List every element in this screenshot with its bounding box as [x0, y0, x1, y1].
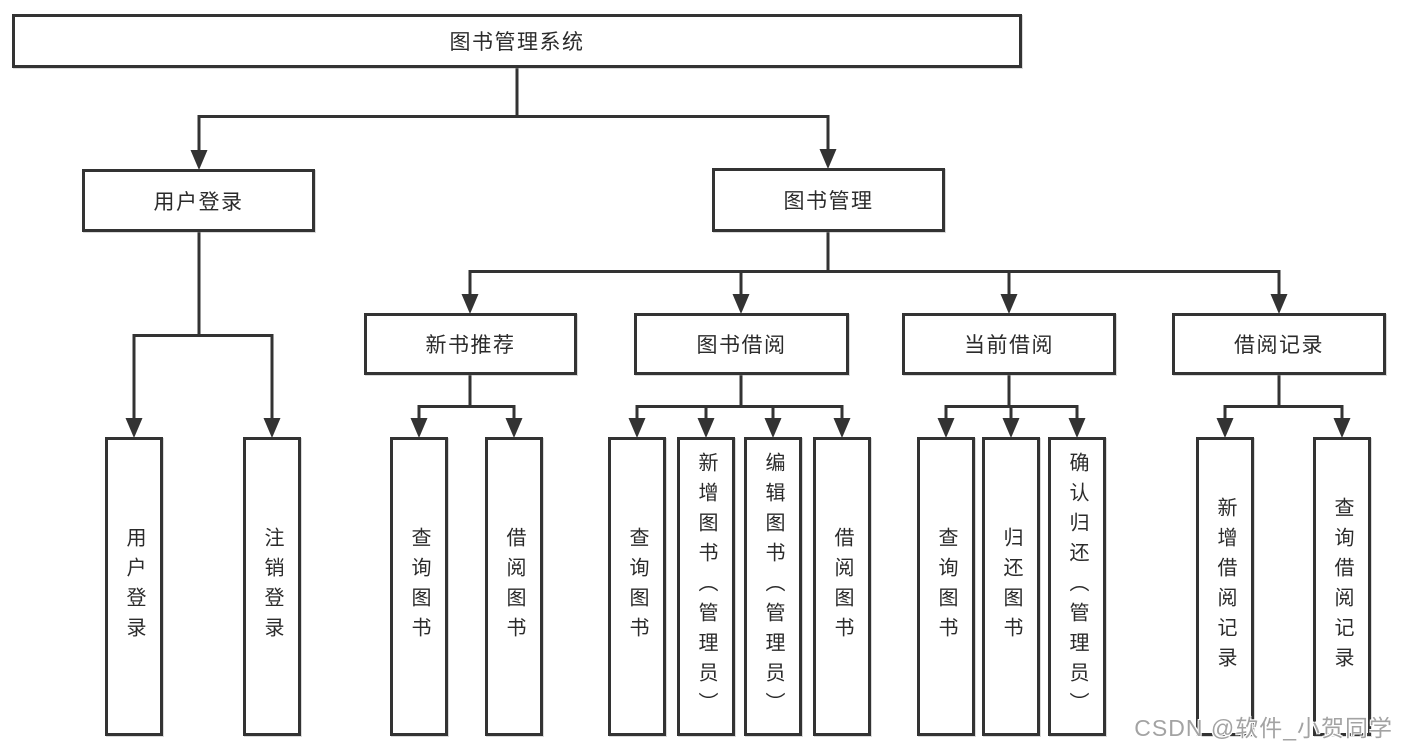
leaf-label: 借阅图书: [831, 526, 853, 647]
leaf-label: 查询借阅记录: [1331, 496, 1353, 677]
leaf-label: 查询图书: [408, 526, 430, 647]
watermark: CSDN @软件_小贺同学: [1134, 715, 1393, 741]
connector-current-borrow-to-leaves: [944, 373, 1079, 420]
leaf-borrow-edit-admin: 编辑图书（管理员）: [744, 437, 802, 736]
leaf-borrow-add-admin: 新增图书（管理员）: [677, 437, 735, 736]
leaf-logout: 注销登录: [243, 437, 301, 736]
node-user-login: 用户登录: [82, 169, 315, 232]
leaf-current-return: 归还图书: [982, 437, 1040, 736]
leaf-record-add: 新增借阅记录: [1196, 437, 1254, 736]
node-borrow-record: 借阅记录: [1172, 313, 1386, 375]
node-borrow-record-label: 借阅记录: [1234, 334, 1324, 357]
leaf-label: 查询图书: [935, 526, 957, 647]
leaf-label: 借阅图书: [503, 526, 525, 647]
connector-book-mgmt-to-level3: [468, 230, 1281, 296]
leaf-new-book-query: 查询图书: [390, 437, 448, 736]
node-current-borrow-label: 当前借阅: [964, 334, 1054, 357]
node-book-borrow-label: 图书借阅: [696, 334, 787, 357]
leaf-label: 确认归还（管理员）: [1066, 451, 1088, 722]
leaf-record-query: 查询借阅记录: [1313, 437, 1371, 736]
leaf-borrow-query: 查询图书: [608, 437, 666, 736]
node-root-label: 图书管理系统: [449, 31, 585, 54]
leaf-label: 查询图书: [626, 526, 648, 647]
connector-book-borrow-to-leaves: [635, 373, 844, 420]
node-user-login-label: 用户登录: [153, 190, 244, 214]
node-current-borrow: 当前借阅: [902, 313, 1116, 375]
node-book-mgmt-label: 图书管理: [783, 190, 874, 213]
leaf-current-query: 查询图书: [917, 437, 975, 736]
leaf-borrow-book: 借阅图书: [813, 437, 871, 736]
leaf-label: 注销登录: [261, 526, 283, 647]
leaf-user-login: 用户登录: [105, 437, 163, 736]
node-new-book-label: 新书推荐: [425, 334, 516, 357]
node-book-borrow: 图书借阅: [634, 313, 849, 375]
connector-borrow-record-to-leaves: [1223, 373, 1344, 420]
node-new-book: 新书推荐: [364, 313, 577, 375]
node-root: 图书管理系统: [12, 14, 1022, 68]
connector-new-book-to-leaves: [417, 373, 516, 420]
leaf-label: 用户登录: [123, 526, 145, 647]
connector-user-login-to-leaves: [132, 230, 274, 420]
node-book-mgmt: 图书管理: [712, 168, 945, 232]
leaf-label: 编辑图书（管理员）: [762, 451, 784, 722]
leaf-new-book-borrow: 借阅图书: [485, 437, 543, 736]
leaf-current-confirm-admin: 确认归还（管理员）: [1048, 437, 1106, 736]
leaf-label: 新增图书（管理员）: [695, 451, 717, 722]
connector-root-to-level2: [197, 68, 830, 152]
leaf-label: 归还图书: [1000, 526, 1022, 647]
leaf-label: 新增借阅记录: [1214, 496, 1236, 677]
